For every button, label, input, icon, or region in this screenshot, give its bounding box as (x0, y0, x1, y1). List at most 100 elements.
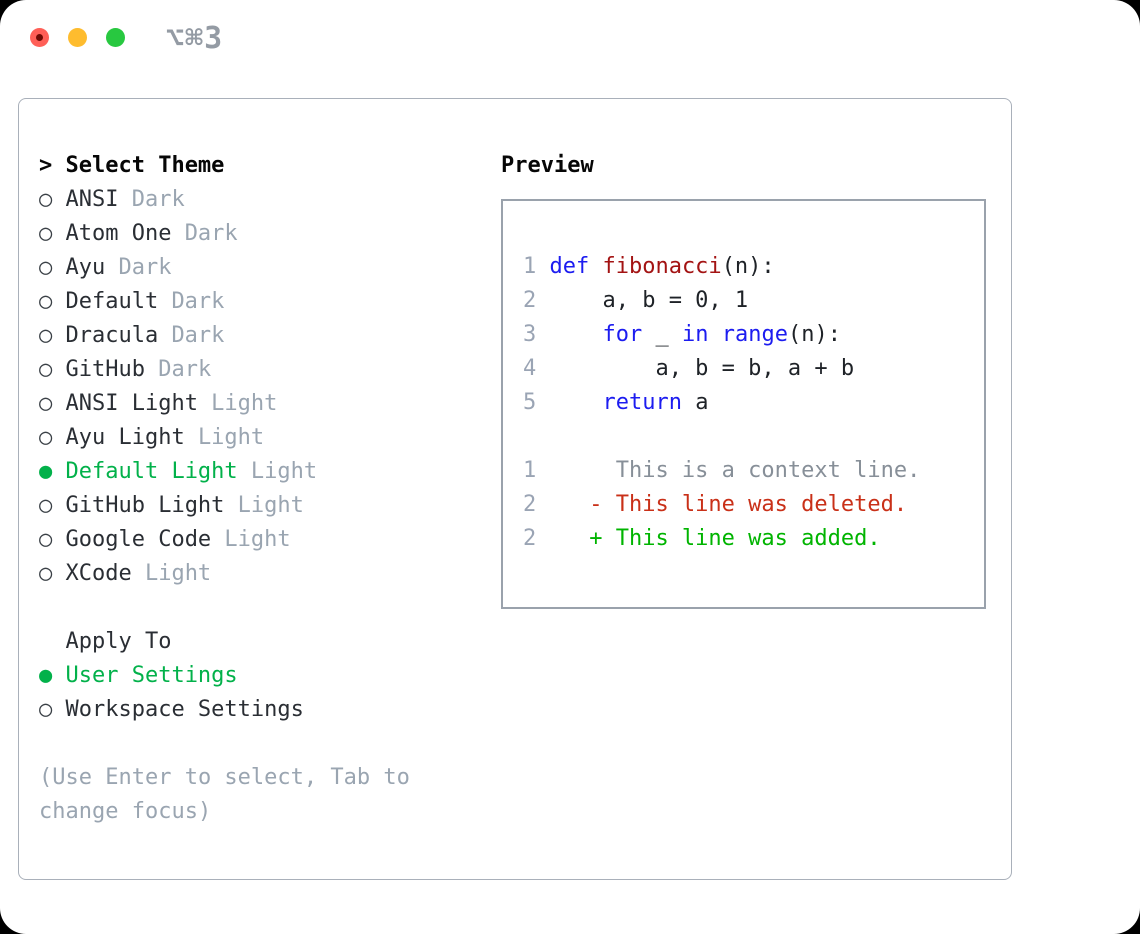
titlebar: ⌥⌘3 (0, 0, 1140, 98)
keyword: return (602, 390, 682, 415)
preview-title: Preview (501, 153, 594, 178)
apply-to-header: Apply To (65, 629, 172, 654)
theme-name: Atom One (65, 221, 172, 246)
theme-tag: Light (237, 493, 304, 518)
theme-tag: Dark (131, 187, 185, 212)
theme-item-ansi-light[interactable]: ○ ANSI Light Light (39, 387, 501, 421)
deleted-text: - This line was deleted. (549, 492, 908, 517)
theme-tag: Dark (171, 289, 225, 314)
theme-item-ayu-dark[interactable]: ○ Ayu Dark (39, 251, 501, 285)
keyword: def (549, 254, 603, 279)
theme-tag: Light (250, 459, 318, 484)
blank-line (523, 420, 984, 454)
apply-to-user-settings[interactable]: ●User Settings (39, 659, 501, 693)
radio-icon: ○ (39, 425, 53, 450)
radio-icon: ○ (39, 527, 53, 552)
theme-item-ayu-light[interactable]: ○ Ayu Light Light (39, 421, 501, 455)
radio-icon: ○ (39, 391, 53, 416)
code-text: (n): (787, 322, 841, 347)
apply-to-workspace-settings[interactable]: ○ Workspace Settings (39, 693, 501, 727)
theme-item-github-dark[interactable]: ○ GitHub Dark (39, 353, 501, 387)
code-text: (n): (721, 254, 775, 279)
code-text: a, b = 0, 1 (549, 288, 749, 313)
minimize-button[interactable] (68, 28, 87, 47)
theme-item-default-dark[interactable]: ○ Default Dark (39, 285, 501, 319)
line-number: 5 (523, 390, 537, 415)
radio-icon: ○ (39, 255, 53, 280)
theme-item-github-light[interactable]: ○ GitHub Light Light (39, 489, 501, 523)
diff-context-line: 1 This is a context line. (523, 454, 984, 488)
preview-header: Preview (501, 149, 991, 183)
diff-added-line: 2 + This line was added. (523, 522, 984, 556)
theme-name: Google Code (65, 527, 212, 552)
hint-line-1: (Use Enter to select, Tab to (39, 765, 410, 790)
select-theme-title: Select Theme (65, 153, 225, 178)
radio-icon: ○ (39, 221, 53, 246)
radio-icon: ○ (39, 357, 53, 382)
radio-icon: ○ (39, 561, 53, 586)
theme-name: ANSI Light (65, 391, 198, 416)
traffic-lights (30, 28, 125, 47)
theme-tag: Dark (171, 323, 225, 348)
code-line-2: 2 a, b = 0, 1 (523, 284, 984, 318)
theme-item-ansi-dark[interactable]: ○ ANSI Dark (39, 183, 501, 217)
theme-name: Dracula (65, 323, 159, 348)
apply-to-label: Workspace Settings (65, 697, 304, 722)
context-text: This is a context line. (549, 458, 921, 483)
theme-name: Ayu (65, 255, 106, 280)
theme-name: XCode (65, 561, 132, 586)
theme-tag: Dark (184, 221, 238, 246)
keyword: for (602, 322, 643, 347)
theme-name: ANSI (65, 187, 119, 212)
code-line-3: 3 for _ in range(n): (523, 318, 984, 352)
diff-deleted-line: 2 - This line was deleted. (523, 488, 984, 522)
theme-tag: Dark (158, 357, 212, 382)
maximize-button[interactable] (106, 28, 125, 47)
code-line-1: 1 def fibonacci(n): (523, 250, 984, 284)
theme-tag: Light (211, 391, 278, 416)
theme-tag: Light (197, 425, 265, 450)
line-number: 2 (523, 526, 537, 551)
theme-name: Default Light (65, 459, 238, 484)
apply-to-label: User Settings (65, 663, 238, 688)
radio-icon: ○ (39, 493, 53, 518)
close-dot-icon (36, 34, 43, 41)
window-title: ⌥⌘3 (166, 21, 224, 56)
function-name: fibonacci (602, 254, 722, 279)
keyword: range (721, 322, 788, 347)
radio-icon: ○ (39, 697, 53, 722)
spacer (39, 591, 501, 625)
radio-icon: ○ (39, 187, 53, 212)
radio-icon: ○ (39, 289, 53, 314)
focus-caret-icon: > (39, 153, 53, 178)
radio-selected-icon: ● (39, 459, 53, 484)
theme-name: GitHub (65, 357, 145, 382)
theme-name: Ayu Light (65, 425, 185, 450)
line-number: 2 (523, 492, 537, 517)
line-number: 1 (523, 458, 537, 483)
keyword: in (681, 322, 709, 347)
line-number: 1 (523, 254, 537, 279)
code-line-5: 5 return a (523, 386, 984, 420)
select-theme-header: > Select Theme (39, 149, 501, 183)
theme-name: Default (65, 289, 159, 314)
line-number: 2 (523, 288, 537, 313)
hint-line-2: change focus) (39, 799, 212, 824)
theme-item-default-light[interactable]: ● Default Light Light (39, 455, 501, 489)
line-number: 4 (523, 356, 537, 381)
close-button[interactable] (30, 28, 49, 47)
code-line-4: 4 a, b = b, a + b (523, 352, 984, 386)
theme-name: GitHub Light (65, 493, 225, 518)
theme-tag: Dark (118, 255, 172, 280)
spacer (39, 727, 501, 761)
added-text: + This line was added. (549, 526, 881, 551)
theme-item-atom-one-dark[interactable]: ○ Atom One Dark (39, 217, 501, 251)
